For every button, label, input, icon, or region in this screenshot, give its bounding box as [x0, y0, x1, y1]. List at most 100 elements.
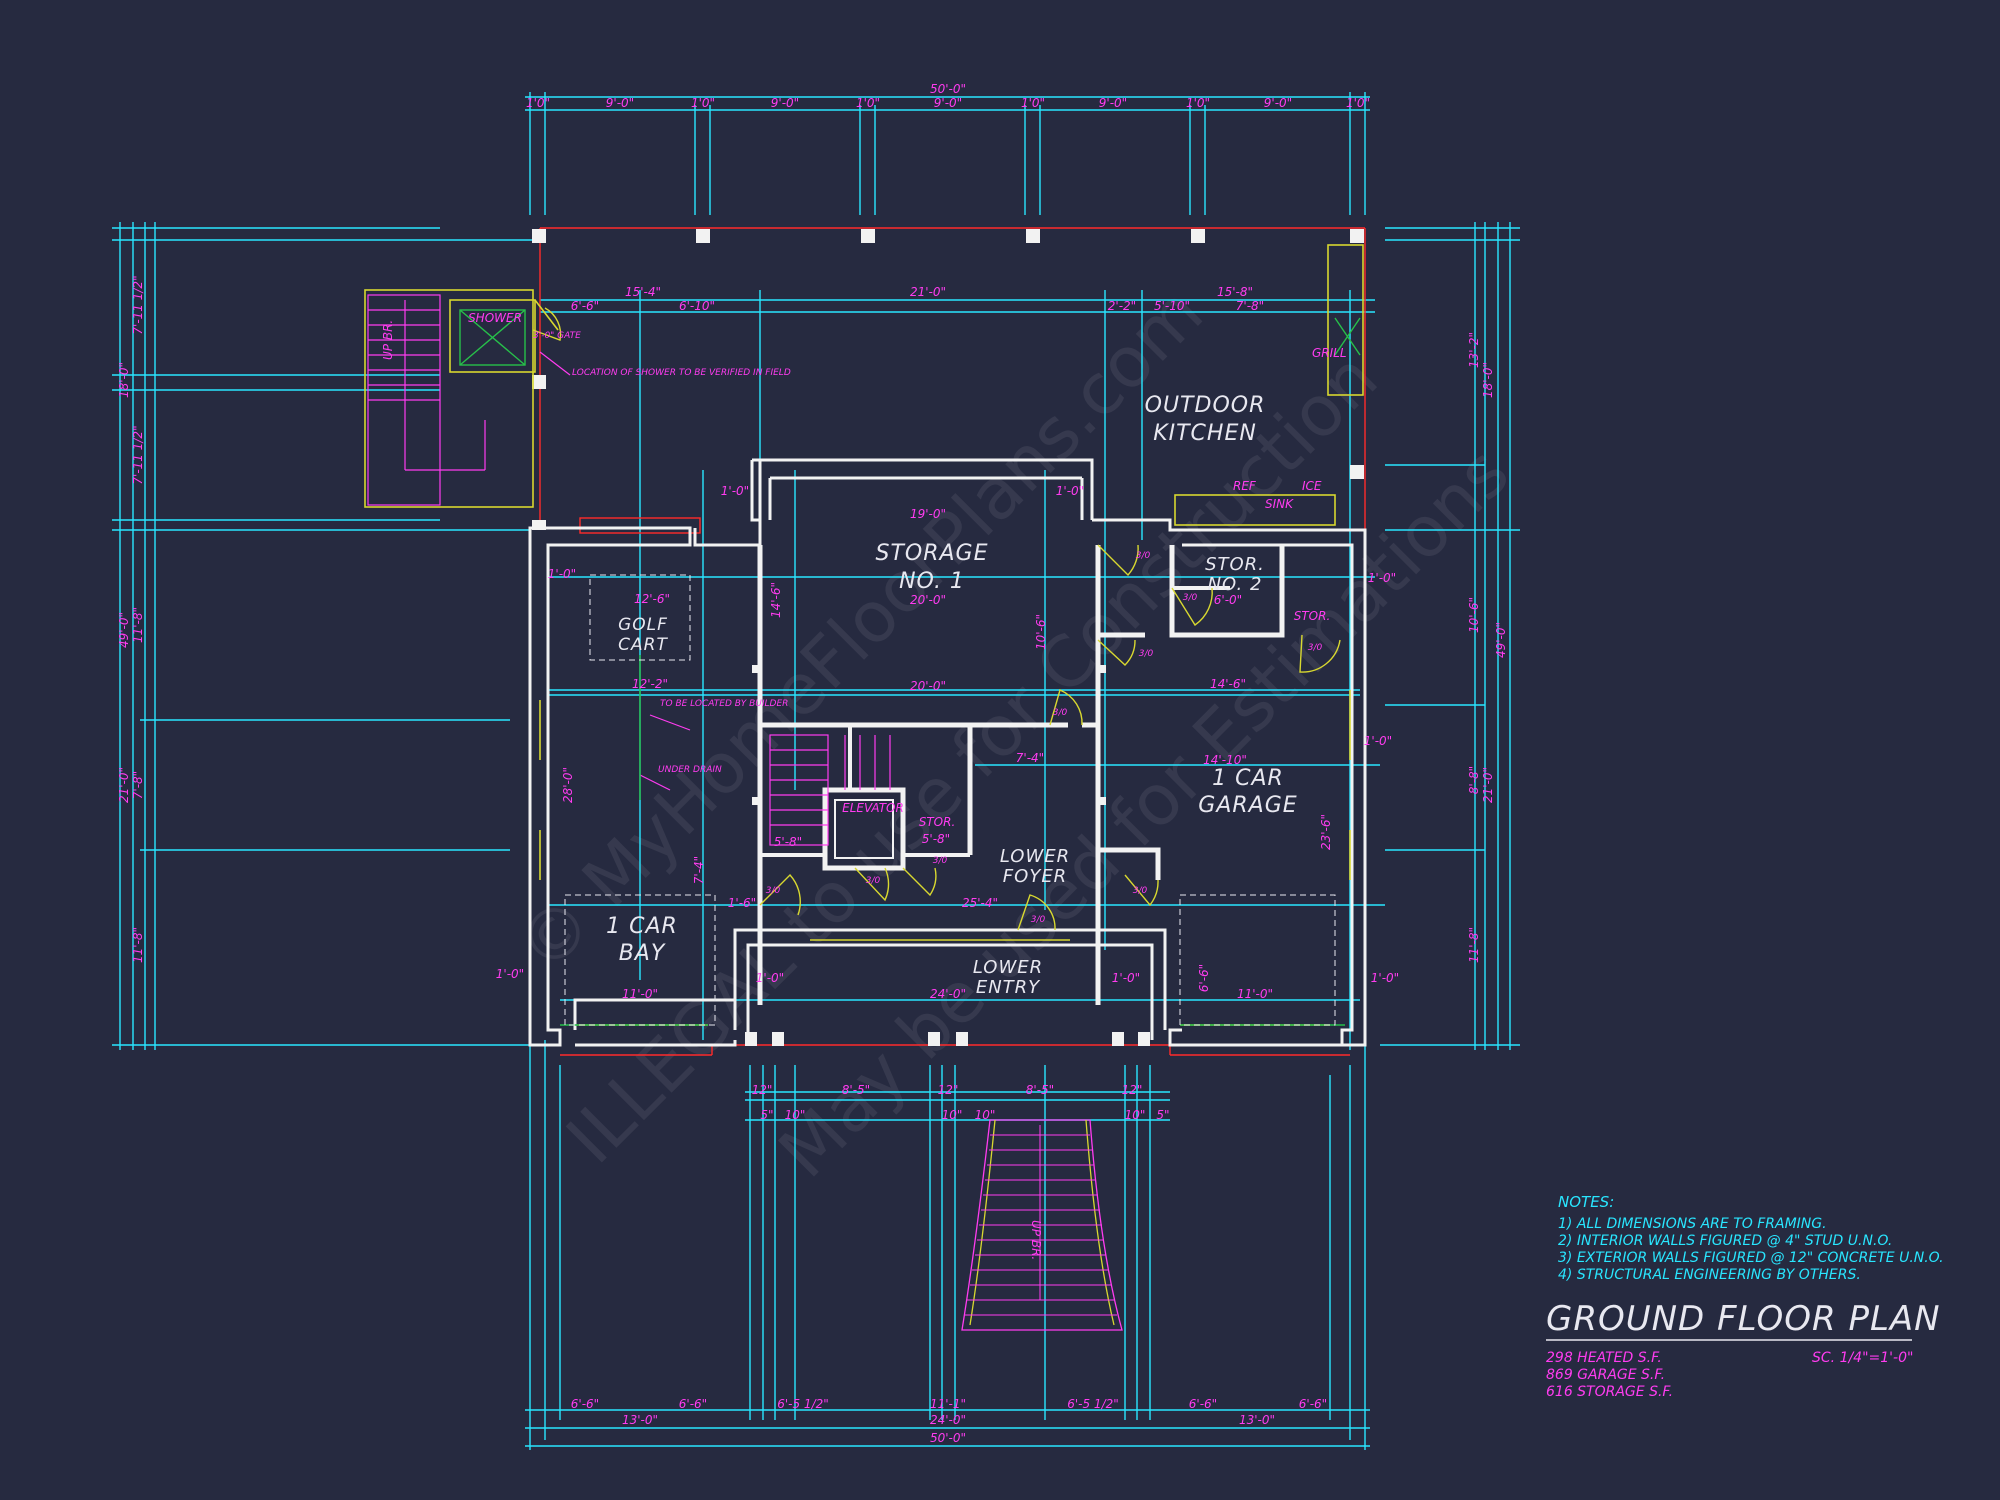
door-tag-10: 3/0 [1133, 886, 1148, 896]
small-labels: GRILL REF SINK ICE TO BE LOCATED BY BUIL… [381, 320, 1347, 1260]
dim-v-21-0-l: 21'-0" [117, 767, 131, 803]
dim-top-7: 1'0" [1021, 96, 1045, 110]
dim-1-0-h: 1'-0" [1112, 971, 1140, 985]
dim-v-7-4: 7'-4" [692, 856, 706, 884]
room-garage-line1: 1 CAR [1212, 766, 1284, 791]
dim-top-1: 1'0" [526, 96, 550, 110]
room-stor-small: STOR. [1294, 609, 1331, 623]
dim-5-10: 5'-10" [1154, 299, 1190, 313]
door-tag-5: 3/0 [1053, 708, 1068, 718]
ref-label: REF [1233, 479, 1257, 493]
dim-5-l: 5" [760, 1108, 773, 1122]
dim-7-8: 7'-8" [1236, 299, 1264, 313]
dim-1-0-d: 1'-0" [1368, 571, 1396, 585]
dim-25-4: 25'-4" [962, 896, 998, 910]
note-1: 1) ALL DIMENSIONS ARE TO FRAMING. [1558, 1216, 1827, 1232]
dim-v-49-0-r: 49'-0" [1494, 622, 1508, 658]
dim-12-2: 12'-2" [632, 677, 668, 691]
dimension-text: 50'-0" 1'0" 9'-0" 1'0" 9'-0" 1'0" 9'-0" … [496, 82, 1399, 1445]
dim-top-total: 50'-0" [930, 82, 966, 96]
dim-v-18-0-l: 18'-0" [117, 362, 131, 398]
dim-14-6: 14'-6" [1210, 677, 1246, 691]
walls [528, 458, 1367, 1047]
room-labels: OUTDOOR KITCHEN STORAGE NO. 1 STOR. NO. … [468, 311, 1330, 998]
area-garage: 869 GARAGE S.F. [1546, 1367, 1665, 1383]
plan-scale: SC. 1/4"=1'-0" [1812, 1350, 1913, 1366]
door-tag-2: 3/0 [1139, 649, 1154, 659]
dim-20-0-b: 20'-0" [910, 679, 946, 693]
room-stor-2-line2: NO. 2 [1208, 574, 1263, 595]
dim-v-8-8: 8'-8" [1467, 766, 1481, 794]
dim-24-0: 24'-0" [930, 987, 966, 1001]
room-golf-cart-line2: CART [618, 635, 668, 655]
annotation-lines [367, 294, 891, 846]
dim-bot-6-6-c: 6'-6" [1189, 1397, 1217, 1411]
dim-5-r: 5" [1156, 1108, 1169, 1122]
room-bay-line1: 1 CAR [606, 914, 678, 939]
door-tag-8: 3/0 [933, 856, 948, 866]
dim-1-0-f: 1'-0" [496, 967, 524, 981]
room-elevator: ELEVATOR [842, 801, 904, 815]
up-br-label: UP BR. [1029, 1220, 1043, 1260]
dim-v-28-0: 28'-0" [561, 767, 575, 803]
dim-v-10-6-c: 10'-6" [1034, 614, 1048, 650]
dim-bot-13-0-l: 13'-0" [622, 1413, 658, 1427]
dim-v-11-8-r: 11'-8" [1467, 927, 1481, 963]
dim-v-23-6: 23'-6" [1319, 814, 1333, 850]
grill-label: GRILL [1312, 346, 1347, 360]
up-br-label-2: UP BR. [381, 320, 395, 360]
dim-21-0: 21'-0" [910, 285, 946, 299]
dim-5-8-b: 5'-8" [922, 832, 950, 846]
dim-20-0: 20'-0" [910, 593, 946, 607]
note-2: 2) INTERIOR WALLS FIGURED @ 4" STUD U.N.… [1558, 1233, 1892, 1249]
dim-8-5-r: 8'-5" [1026, 1083, 1054, 1097]
dim-6-10: 6'-10" [679, 299, 715, 313]
dim-1-0-e: 1'-0" [1364, 734, 1392, 748]
dim-top-4: 9'-0" [771, 96, 799, 110]
room-outdoor-kitchen-line1: OUTDOOR [1145, 393, 1266, 418]
door-tag-6: 3/0 [766, 886, 781, 896]
dim-bot-total: 50'-0" [930, 1431, 966, 1445]
room-lower-entry-line2: ENTRY [976, 977, 1041, 998]
dim-bot-6-5h-a: 6'-5 1/2" [777, 1397, 829, 1411]
dim-2-2: 2'-2" [1108, 299, 1136, 313]
dim-top-11: 1'0" [1346, 96, 1370, 110]
note-3: 3) EXTERIOR WALLS FIGURED @ 12" CONCRETE… [1558, 1250, 1944, 1266]
dim-15-8: 15'-8" [1217, 285, 1253, 299]
room-lower-foyer-line1: LOWER [1000, 846, 1070, 867]
title-block: GROUND FLOOR PLAN 298 HEATED S.F. 869 GA… [1546, 1299, 1941, 1400]
room-stor-2-line1: STOR. [1205, 554, 1265, 575]
room-bay-line2: BAY [619, 941, 666, 966]
room-garage-line2: GARAGE [1198, 793, 1297, 818]
dim-v-18-0-r: 18'-0" [1481, 362, 1495, 398]
dim-7-4: 7'-4" [1016, 751, 1044, 765]
plan-title: GROUND FLOOR PLAN [1546, 1299, 1941, 1339]
dim-top-6: 9'-0" [934, 96, 962, 110]
to-be-located-note: TO BE LOCATED BY BUILDER [660, 699, 788, 709]
dim-bot-6-5h-b: 6'-5 1/2" [1067, 1397, 1119, 1411]
dim-top-5: 1'0" [856, 96, 880, 110]
dim-top-3: 1'0" [691, 96, 715, 110]
door-tag-1: 3/0 [1136, 551, 1151, 561]
room-stor-small-2: STOR. [919, 815, 956, 829]
dim-5-8: 5'-8" [774, 835, 802, 849]
dim-v-11-8-b: 11'-8" [131, 927, 145, 963]
room-outdoor-kitchen-line2: KITCHEN [1153, 421, 1257, 446]
dim-10-ml: 10" [942, 1108, 963, 1122]
watermark: © MyHomeFloorPlans.com ILLEGAL to use fo… [501, 271, 1524, 1193]
note-4: 4) STRUCTURAL ENGINEERING BY OTHERS. [1558, 1267, 1861, 1283]
room-lower-foyer-line2: FOYER [1003, 866, 1067, 887]
dim-v-6-6: 6'-6" [1197, 964, 1211, 992]
sink-label: SINK [1265, 497, 1294, 511]
dim-v-21-0-r: 21'-0" [1481, 767, 1495, 803]
dim-bot-6-6-a: 6'-6" [571, 1397, 599, 1411]
dim-8-5-l: 8'-5" [842, 1083, 870, 1097]
room-storage-1-line2: NO. 1 [899, 569, 965, 594]
dim-v-11-8-a: 11'-8" [131, 607, 145, 643]
dim-10-r: 10" [1125, 1108, 1146, 1122]
notes-heading: NOTES: [1558, 1193, 1614, 1211]
door-tag-9: 3/0 [1031, 915, 1046, 925]
dim-11-0-r: 11'-0" [1237, 987, 1273, 1001]
dim-bot-11-1: 11'-1" [930, 1397, 966, 1411]
